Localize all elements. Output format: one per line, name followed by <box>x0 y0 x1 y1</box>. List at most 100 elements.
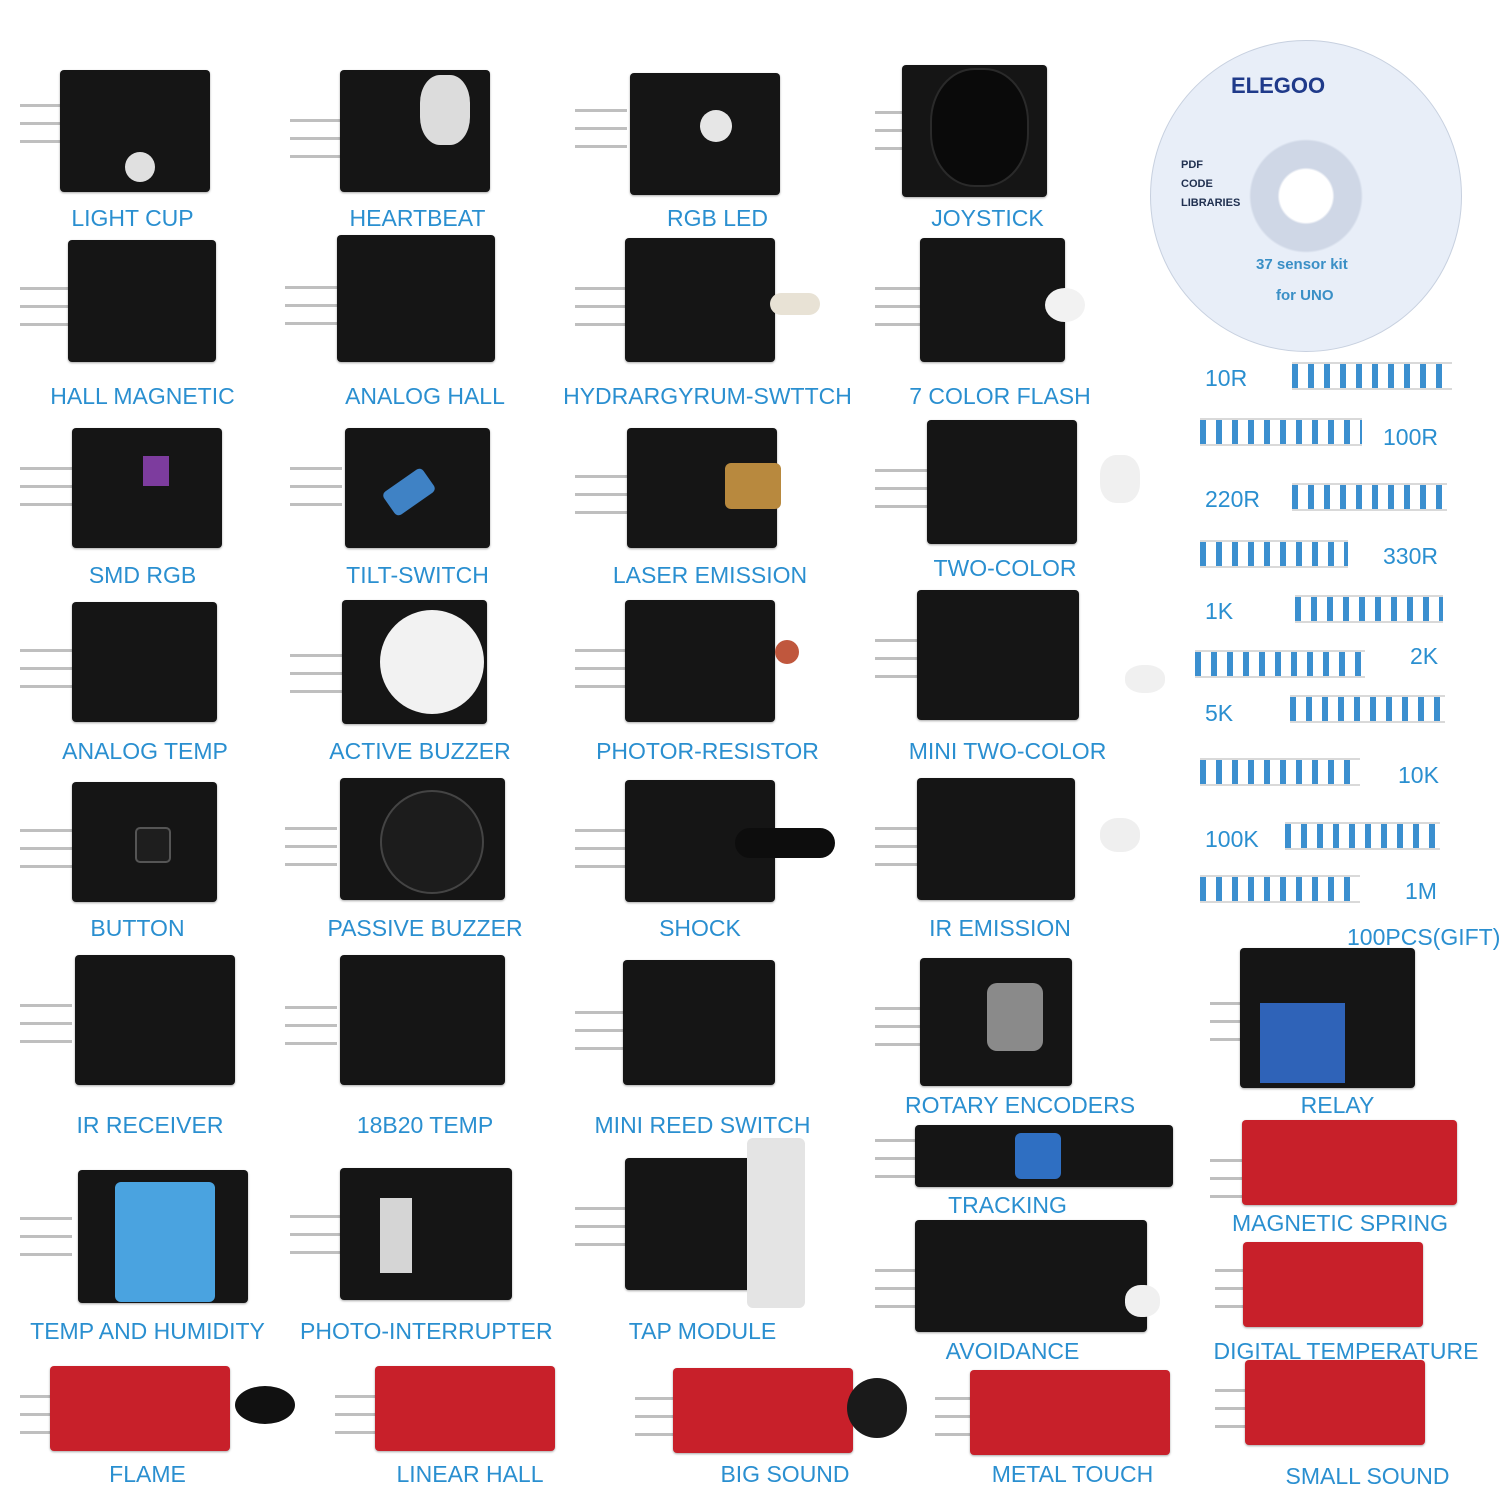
module-label-big-sound: BIG SOUND <box>720 1461 850 1487</box>
resistor-strip-2k <box>1195 650 1365 678</box>
module-board <box>917 590 1079 720</box>
cd-kit-line-2: for UNO <box>1276 287 1334 304</box>
module-label-18b20-temp: 18B20 TEMP <box>356 1112 494 1138</box>
module-board <box>72 602 217 722</box>
module-board <box>1243 1242 1423 1327</box>
led-component <box>125 152 155 182</box>
pin-header <box>575 640 627 692</box>
module-board <box>970 1370 1170 1455</box>
module-label-hall-magnetic: HALL MAGNETIC <box>50 383 235 409</box>
module-label-photor-resistor: PHOTOR-RESISTOR <box>596 738 819 764</box>
vibration-sensor <box>735 828 835 858</box>
pin-header <box>875 460 927 512</box>
pin-header <box>575 466 627 518</box>
flame-sensor <box>235 1386 295 1424</box>
resistor-label-330r: 330R <box>1383 543 1438 569</box>
pin-header <box>20 995 72 1047</box>
module-board <box>340 70 490 192</box>
resistor-strip-100r <box>1200 418 1362 446</box>
cd-brand: ELEGOO <box>1231 73 1326 98</box>
module-label-tracking: TRACKING <box>948 1192 1067 1218</box>
module-label-rgb-led: RGB LED <box>667 205 768 231</box>
resistor-strip-100k <box>1285 822 1440 850</box>
module-board <box>915 1220 1147 1332</box>
laser-head <box>725 463 781 509</box>
led-component <box>1125 665 1165 693</box>
pin-header <box>20 278 72 330</box>
module-label-small-sound: SMALL SOUND <box>1285 1463 1450 1489</box>
pin-header <box>575 1198 627 1250</box>
module-label-tap-module: TAP MODULE <box>628 1318 777 1344</box>
resistor-label-100r: 100R <box>1383 424 1438 450</box>
module-label-smd-rgb: SMD RGB <box>88 562 197 588</box>
module-label-shock: SHOCK <box>659 915 741 941</box>
pin-header <box>875 998 927 1050</box>
buzzer <box>380 790 484 894</box>
push-button <box>135 827 171 863</box>
pin-header <box>290 110 342 162</box>
module-label-analog-hall: ANALOG HALL <box>345 383 505 409</box>
pin-header <box>575 1002 627 1054</box>
photoresistor <box>775 640 799 664</box>
pin-header <box>285 277 337 329</box>
module-label-ir-receiver: IR RECEIVER <box>76 1112 224 1138</box>
pin-header <box>290 458 342 510</box>
joystick-knob <box>930 68 1029 187</box>
module-label-mini-reed-switch: MINI REED SWITCH <box>594 1112 811 1138</box>
module-label-active-buzzer: ACTIVE BUZZER <box>329 738 511 764</box>
module-label-relay: RELAY <box>1300 1092 1375 1118</box>
module-label-digital-temperature: DIGITAL TEMPERATURE <box>1213 1338 1479 1364</box>
resistor-label-220r: 220R <box>1205 486 1260 512</box>
microphone <box>847 1378 907 1438</box>
module-label-metal-touch: METAL TOUCH <box>991 1461 1154 1487</box>
pin-header <box>285 997 337 1049</box>
module-board <box>625 600 775 722</box>
module-label-temp-and-humidity: TEMP AND HUMIDITY <box>30 1318 265 1344</box>
module-label-7-color-flash: 7 COLOR FLASH <box>909 383 1091 409</box>
resistor-strip-1k <box>1295 595 1443 623</box>
module-board <box>50 1366 230 1451</box>
pin-header <box>20 1208 72 1260</box>
potentiometer <box>1015 1133 1061 1179</box>
module-label-flame: FLAME <box>109 1461 186 1487</box>
module-board <box>920 238 1065 362</box>
module-board <box>673 1368 853 1453</box>
pin-header <box>575 820 627 872</box>
module-label-linear-hall: LINEAR HALL <box>396 1461 544 1487</box>
module-board <box>623 960 775 1085</box>
module-board <box>340 955 505 1085</box>
pin-header <box>290 1206 342 1258</box>
mercury-tube <box>770 293 820 315</box>
pin-header <box>875 278 927 330</box>
humidity-sensor <box>115 1182 215 1302</box>
module-board <box>72 428 222 548</box>
pin-header <box>575 278 627 330</box>
module-label-photo-interrupter: PHOTO-INTERRUPTER <box>300 1318 553 1344</box>
module-label-tilt-switch: TILT-SWITCH <box>346 562 489 588</box>
module-label-analog-temp: ANALOG TEMP <box>62 738 228 764</box>
resistor-label-1k: 1K <box>1205 598 1234 624</box>
module-board <box>337 235 495 362</box>
pin-header <box>575 100 627 152</box>
resistor-strip-10k <box>1200 758 1360 786</box>
module-label-heartbeat: HEARTBEAT <box>349 205 486 231</box>
resistor-strip-330r <box>1200 540 1348 568</box>
resistor-gift-note: 100PCS(GIFT) <box>1347 924 1500 950</box>
resistor-strip-10r <box>1292 362 1452 390</box>
module-board <box>927 420 1077 544</box>
led-component <box>700 110 732 142</box>
tap-spring <box>747 1138 805 1308</box>
slot-sensor <box>380 1198 412 1273</box>
resistor-label-100k: 100K <box>1205 826 1259 852</box>
pin-header <box>20 458 72 510</box>
cd-disc: ELEGOO PDF CODE LIBRARIES 37 sensor kit … <box>1150 40 1462 352</box>
rgb-chip <box>143 456 169 486</box>
resistor-strip-220r <box>1292 483 1447 511</box>
module-board <box>340 1168 512 1300</box>
pin-header <box>285 818 337 870</box>
module-label-ir-emission: IR EMISSION <box>929 915 1071 941</box>
cd-line-libraries: LIBRARIES <box>1181 197 1241 209</box>
buzzer-label <box>380 610 484 714</box>
module-board <box>1242 1120 1457 1205</box>
led-component <box>420 75 470 145</box>
